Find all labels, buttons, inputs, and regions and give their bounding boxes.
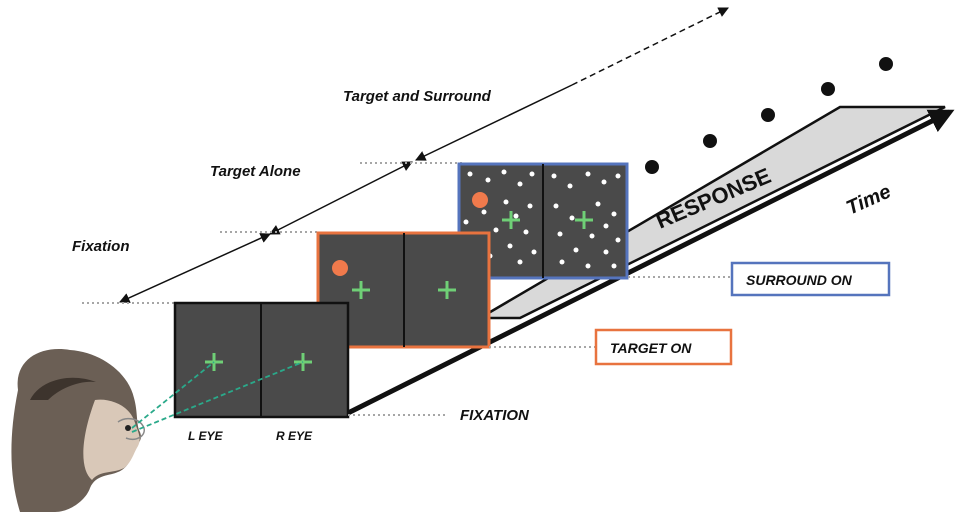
fixation-interval-arrow [119,233,271,303]
fixation-phase-label: Fixation [72,238,130,255]
continuation-dot [879,57,893,71]
fixation-event-label: FIXATION [460,407,530,424]
target-and-surround-label: Target and Surround [343,88,492,105]
fixation-screen [173,301,350,419]
target-dot-icon [332,260,348,276]
target-alone-label: Target Alone [210,163,301,180]
continuation-dot [645,160,659,174]
fixation-cross-icon [352,281,370,299]
eye-icon [125,425,131,431]
fixation-cross-icon [438,281,456,299]
target-dot-icon [472,192,488,208]
target-on-box: TARGET ON [594,328,733,366]
left-eye-label: L EYE [188,429,223,443]
fixation-cross-icon [575,211,593,229]
target-surround-interval-arrow [415,84,573,161]
right-eye-label: R EYE [276,429,313,443]
phase-timeline [119,7,729,303]
surround-on-label: SURROUND ON [746,272,853,288]
continuation-dot [761,108,775,122]
timeline-continuation-dashed [571,7,729,86]
time-axis-arrow [346,109,955,416]
time-label: Time [843,181,894,220]
continuation-dot [703,134,717,148]
right-gaze-line [131,361,304,433]
observer-head-photo [11,349,145,512]
continuation-dots [645,57,893,174]
surround-on-box: SURROUND ON [730,261,891,297]
target-alone-interval-arrow [269,161,413,235]
continuation-dot [821,82,835,96]
left-gaze-line [131,361,215,429]
surround-noise-dots [463,169,621,269]
fixation-cross-icon [502,211,520,229]
target-on-label: TARGET ON [610,340,692,356]
